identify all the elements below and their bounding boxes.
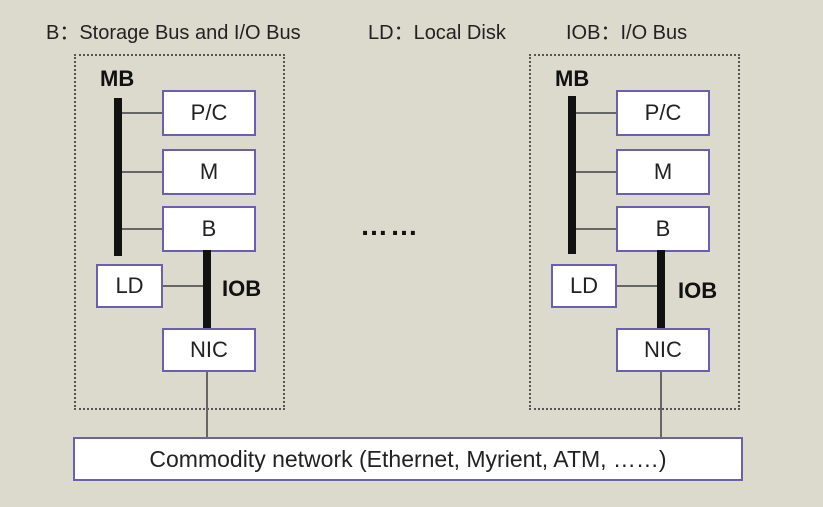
node-left-wire-m xyxy=(122,171,164,173)
node-right-wire-m xyxy=(576,171,618,173)
commodity-network-box: Commodity network (Ethernet, Myrient, AT… xyxy=(73,437,743,481)
node-right-boundary xyxy=(529,54,740,410)
node-right-storage-bus-box: B xyxy=(616,206,710,252)
node-left-mb-label: MB xyxy=(100,66,135,91)
node-right-iob-label: IOB xyxy=(678,278,718,303)
node-left-wire-network xyxy=(206,372,208,438)
node-right-pc-box: P/C xyxy=(616,90,710,136)
node-right-wire-ld xyxy=(617,285,657,287)
node-left-memory-bus xyxy=(114,98,122,256)
node-right-wire-b xyxy=(576,228,618,230)
node-left-local-disk-box: LD xyxy=(96,264,163,308)
node-left-boundary xyxy=(74,54,285,410)
node-right-memory-bus xyxy=(568,96,576,254)
node-right-wire-network xyxy=(660,372,662,438)
node-left-wire-b xyxy=(122,228,164,230)
node-left-storage-bus-box: B xyxy=(162,206,256,252)
node-right-wire-pc xyxy=(576,112,618,114)
node-left-io-bus xyxy=(203,250,211,330)
legend-local-disk: LD：Local Disk xyxy=(368,22,506,44)
legend-io-bus: IOB：I/O Bus xyxy=(566,22,688,44)
node-ellipsis: …… xyxy=(360,210,420,241)
node-left-wire-ld xyxy=(163,285,203,287)
node-right-nic-box: NIC xyxy=(616,328,710,372)
node-right-mb-label: MB xyxy=(555,66,590,91)
node-right-local-disk-box: LD xyxy=(551,264,617,308)
node-left-nic-box: NIC xyxy=(162,328,256,372)
node-left-iob-label: IOB xyxy=(222,276,262,301)
node-right-io-bus xyxy=(657,250,665,330)
node-left-pc-box: P/C xyxy=(162,90,256,136)
legend-storage-bus: B：Storage Bus and I/O Bus xyxy=(46,22,301,44)
node-right-memory-box: M xyxy=(616,149,710,195)
node-left-wire-pc xyxy=(122,112,164,114)
node-left-memory-box: M xyxy=(162,149,256,195)
